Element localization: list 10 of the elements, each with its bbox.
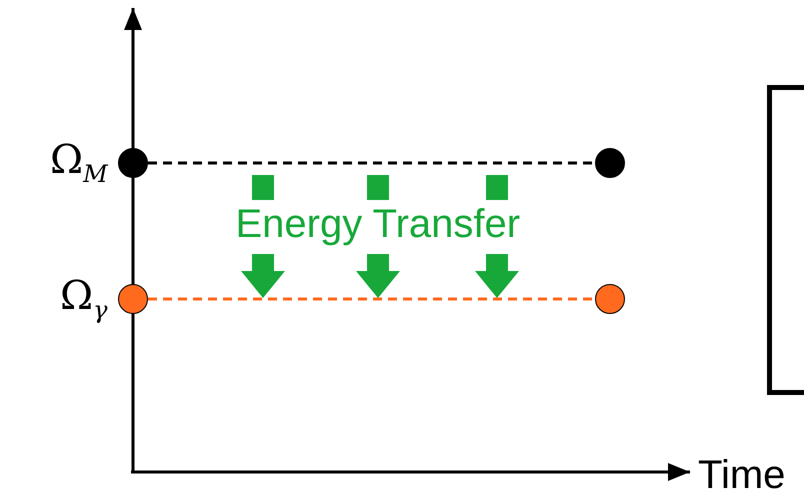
level-label: Ω$_{M}$: [50, 140, 108, 186]
level-dot: [595, 148, 625, 178]
level-dot: [595, 284, 625, 314]
level-dot: [118, 284, 148, 314]
dashed-line: [148, 298, 595, 300]
level-label: Ω$_{γ}$: [60, 276, 108, 322]
level-dot: [118, 148, 148, 178]
dashed-line: [148, 162, 595, 164]
annotation-text: Energy Transfer: [236, 204, 520, 244]
axis-label: Time: [698, 455, 786, 495]
